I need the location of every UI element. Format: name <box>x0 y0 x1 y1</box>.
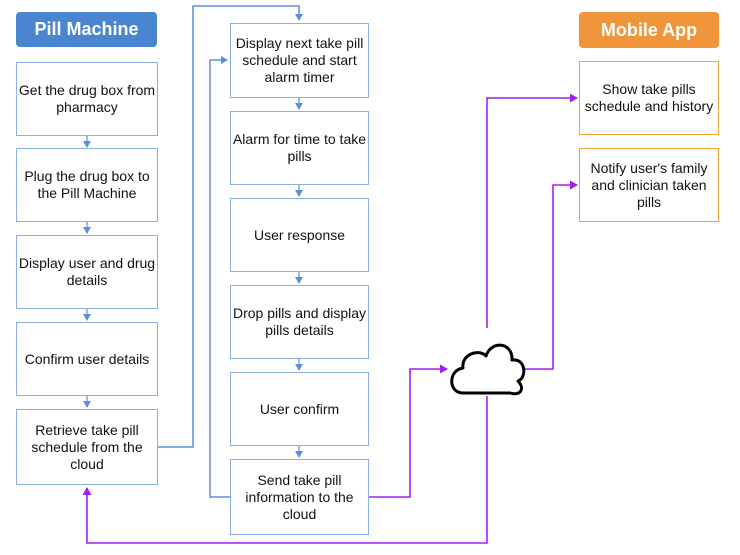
step-label: Get the drug box from pharmacy <box>18 82 156 115</box>
step-alarm: Alarm for time to take pills <box>230 111 369 185</box>
step-user-response: User response <box>230 198 369 272</box>
step-label: Alarm for time to take pills <box>232 131 367 164</box>
mobile-app-header: Mobile App <box>579 12 719 48</box>
line-send-to-cloud <box>369 364 448 498</box>
step-label: Display next take pill schedule and star… <box>235 35 364 85</box>
step-drop-pills: Drop pills and display pills details <box>230 285 369 359</box>
app-item-label: Notify user's family and clinician taken… <box>590 159 708 210</box>
line-cloud-to-notify-app <box>522 180 578 370</box>
app-item-label: Show take pills schedule and history <box>584 81 714 114</box>
arrow-retrieve-to-schedule <box>158 5 303 448</box>
pill-machine-header: Pill Machine <box>16 12 157 47</box>
line-cloud-to-schedule-app <box>486 93 578 328</box>
line-cloud-to-retrieve <box>82 396 488 544</box>
step-confirm-user: Confirm user details <box>16 322 158 396</box>
step-retrieve-schedule: Retrieve take pill schedule from the clo… <box>16 409 158 485</box>
step-display-user-drug: Display user and drug details <box>16 235 158 309</box>
step-display-next-schedule: Display next take pill schedule and star… <box>230 23 369 98</box>
mobile-app-title: Mobile App <box>600 19 698 40</box>
cloud-icon <box>450 343 526 396</box>
step-plug-drug-box: Plug the drug box to the Pill Machine <box>16 148 158 222</box>
step-send-info: Send take pill information to the cloud <box>230 459 369 535</box>
step-label: Retrieve take pill schedule from the clo… <box>31 421 143 472</box>
step-label: Drop pills and display pills details <box>232 305 367 338</box>
arrow-loop-back <box>209 56 230 498</box>
step-label: User confirm <box>259 400 340 417</box>
step-user-confirm: User confirm <box>230 372 369 446</box>
app-show-schedule: Show take pills schedule and history <box>579 61 719 135</box>
step-label: Send take pill information to the cloud <box>245 471 354 522</box>
step-label: Display user and drug details <box>18 255 156 288</box>
step-label: Plug the drug box to the Pill Machine <box>24 168 150 201</box>
app-notify-family: Notify user's family and clinician taken… <box>579 148 719 222</box>
step-label: Confirm user details <box>24 350 150 367</box>
step-label: User response <box>253 226 346 243</box>
pill-machine-title: Pill Machine <box>34 19 139 39</box>
step-get-drug-box: Get the drug box from pharmacy <box>16 62 158 136</box>
